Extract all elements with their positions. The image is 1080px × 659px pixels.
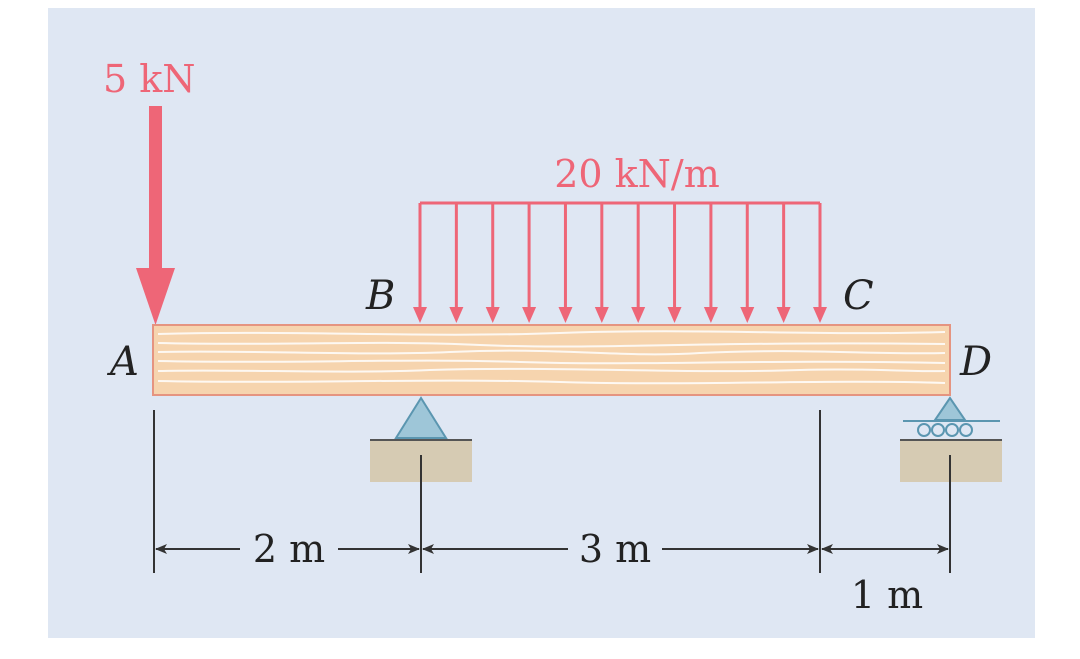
dimension-bc-label: 3 m bbox=[579, 527, 651, 571]
dimension-ab-label: 2 m bbox=[253, 527, 325, 571]
distributed-load-arrow-icon bbox=[631, 307, 646, 323]
distributed-load-arrow-icon bbox=[558, 307, 573, 323]
distributed-load-arrow-icon bbox=[413, 307, 427, 323]
dimension-ab: 2 m bbox=[155, 527, 420, 571]
distributed-load-arrow-icon bbox=[449, 307, 464, 323]
dimension-bc: 3 m bbox=[422, 527, 819, 571]
distributed-load-arrow-icon bbox=[594, 307, 609, 323]
point-load: 5 kN bbox=[103, 57, 196, 325]
distributed-load: 20 kN/m bbox=[413, 152, 827, 323]
distributed-load-arrow-icon bbox=[776, 307, 791, 323]
label-point-a: A bbox=[106, 339, 139, 385]
pin-support-triangle bbox=[394, 396, 448, 439]
label-point-c: C bbox=[843, 273, 874, 319]
extension-lines bbox=[153, 410, 951, 573]
distributed-load-arrow-icon bbox=[485, 307, 500, 323]
point-load-arrow-icon bbox=[136, 268, 175, 325]
beam-wood-grain bbox=[157, 330, 946, 385]
distributed-load-arrow-icon bbox=[813, 307, 827, 323]
dimension-cd-label: 1 m bbox=[851, 573, 923, 617]
distributed-load-label: 20 kN/m bbox=[554, 152, 720, 196]
diagram-panel bbox=[48, 8, 1035, 638]
roller-wheel bbox=[917, 423, 931, 437]
point-load-shaft bbox=[149, 106, 162, 278]
label-point-b: B bbox=[365, 273, 395, 319]
roller-wheel bbox=[945, 423, 959, 437]
distributed-load-arrow-icon bbox=[740, 307, 755, 323]
beam bbox=[152, 324, 951, 396]
distributed-load-arrow-icon bbox=[522, 307, 537, 323]
roller-wheel bbox=[959, 423, 973, 437]
point-load-label: 5 kN bbox=[103, 57, 196, 101]
distributed-load-arrow-icon bbox=[667, 307, 682, 323]
label-point-d: D bbox=[959, 339, 992, 385]
roller-wheel bbox=[931, 423, 945, 437]
dimension-cd: 1 m bbox=[821, 544, 949, 617]
distributed-load-arrow-icon bbox=[703, 307, 718, 323]
beam-body bbox=[152, 324, 951, 396]
